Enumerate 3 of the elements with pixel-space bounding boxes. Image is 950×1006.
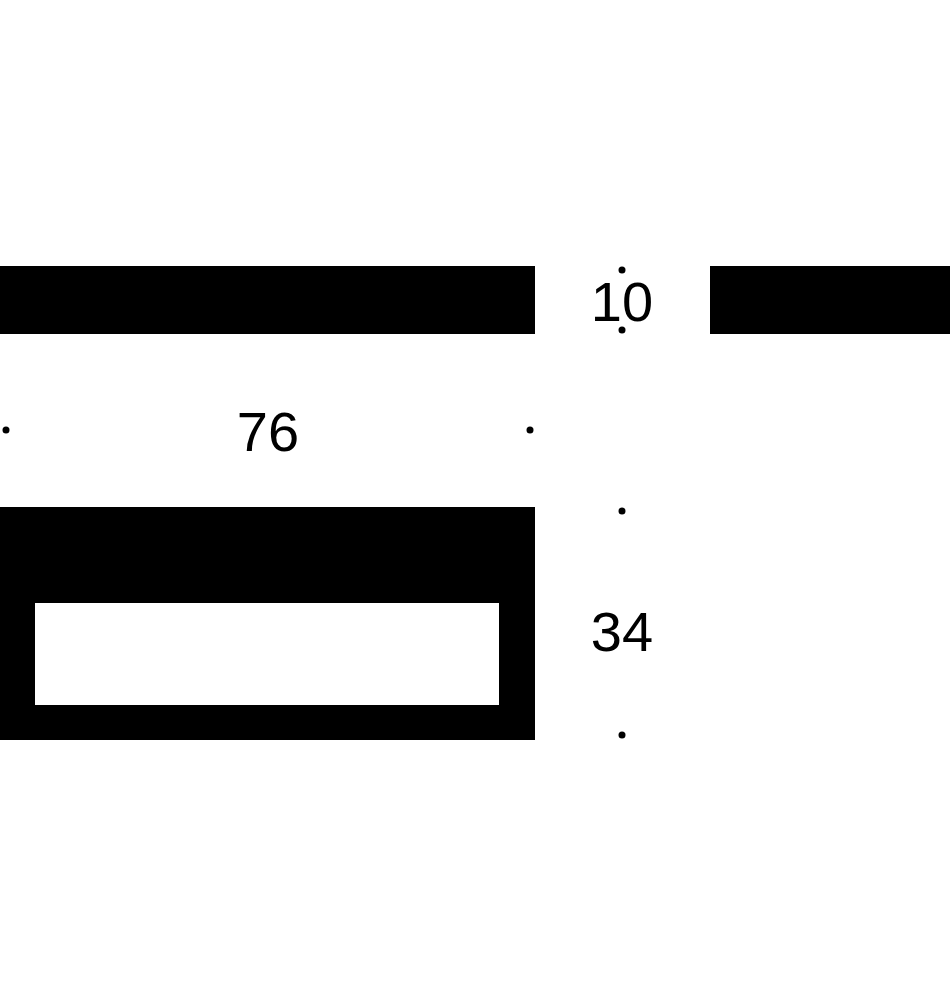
dimension-label: 34 [590,604,654,660]
dimension-label: 76 [236,404,300,460]
dimension-label: 10 [590,274,654,330]
